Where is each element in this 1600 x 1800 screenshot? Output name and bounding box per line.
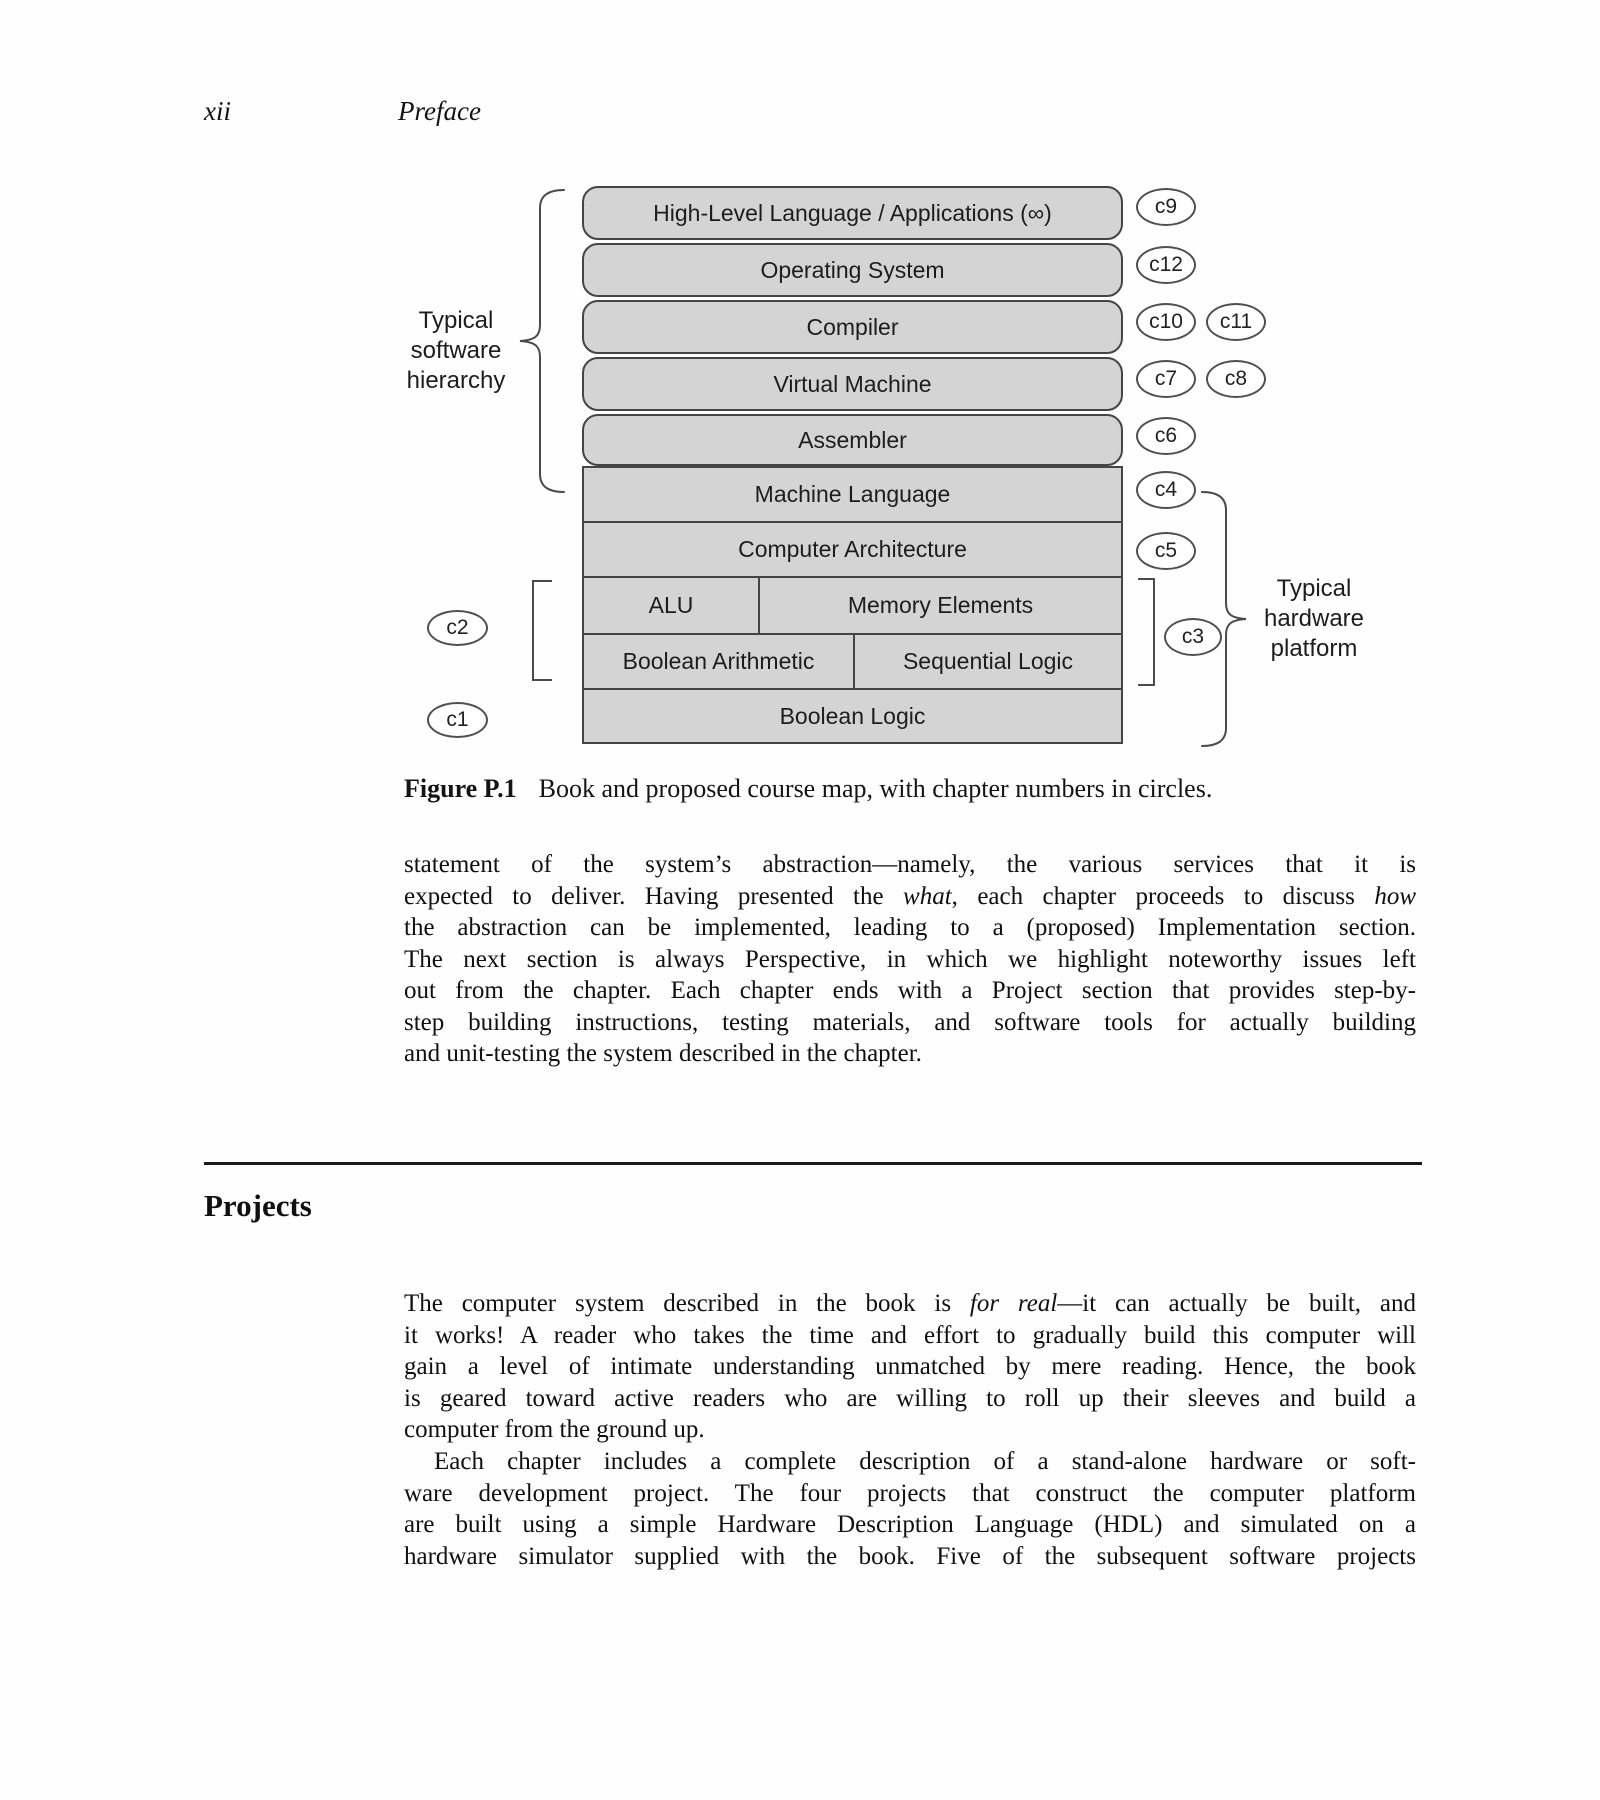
box-machine-language: Machine Language [582, 466, 1123, 523]
hardware-label-line-2: hardware [1263, 605, 1365, 632]
box-virtual-machine: Virtual Machine [582, 357, 1123, 411]
software-label-line-1: Typical [418, 307, 494, 334]
box-alu: ALU [648, 592, 694, 618]
box-boolean-arithmetic: Boolean Arithmetic [622, 648, 815, 674]
body-paragraph-3: Each chapter includes a complete descrip… [404, 1448, 1416, 1570]
box-computer-architecture: Computer Architecture [582, 521, 1123, 578]
section-heading-projects: Projects [204, 1188, 312, 1223]
chapter-circle-c1: c1 [427, 702, 488, 738]
box-sequential-logic: Sequential Logic [853, 635, 1121, 688]
box-compiler: Compiler [582, 300, 1123, 354]
software-label-line-3: hierarchy [406, 367, 506, 394]
chapter-circle-c2: c2 [427, 610, 488, 646]
figure-p1: High-Level Language / Applications (∞) O… [0, 0, 1600, 760]
caption-text: Book and proposed course map, with chapt… [538, 774, 1213, 803]
section-divider [204, 1162, 1422, 1165]
figure-caption: Figure P.1 Book and proposed course map, … [404, 774, 1454, 804]
box-operating-system: Operating System [582, 243, 1123, 297]
body-paragraph-1: statement of the system’s abstraction—na… [404, 851, 1416, 1067]
chapter-circle-c11: c11 [1206, 303, 1266, 341]
chapter-circle-c10: c10 [1136, 303, 1196, 341]
hardware-platform-label: Typical hardware platform [1256, 574, 1372, 664]
box-high-level-language: High-Level Language / Applications (∞) [582, 186, 1123, 240]
body-paragraph-2: The computer system described in the boo… [404, 1290, 1416, 1443]
software-hierarchy-label: Typical software hierarchy [396, 306, 516, 396]
software-label-line-2: software [410, 337, 502, 364]
chapter-circle-c12: c12 [1136, 246, 1196, 284]
box-memory-elements: Memory Elements [758, 578, 1121, 633]
hardware-label-line-1: Typical [1276, 575, 1352, 602]
left-bracket [532, 580, 552, 681]
chapter-circle-c4: c4 [1136, 471, 1196, 509]
caption-label: Figure P.1 [404, 774, 517, 803]
box-boolean-logic: Boolean Logic [582, 688, 1123, 744]
right-bracket [1138, 578, 1155, 686]
box-row-boolean: Boolean Arithmetic Sequential Logic [582, 633, 1123, 690]
running-header: Preface [398, 96, 481, 126]
box-row-alu-memory: ALU Memory Elements [582, 576, 1123, 635]
hardware-platform-brace [1201, 491, 1247, 747]
chapter-circle-c5: c5 [1136, 532, 1196, 570]
chapter-circle-c3: c3 [1164, 618, 1222, 656]
chapter-circle-c7: c7 [1136, 360, 1196, 398]
chapter-circle-c9: c9 [1136, 188, 1196, 226]
page-number: xii [204, 96, 231, 126]
software-hierarchy-brace [519, 189, 565, 493]
hardware-label-line-3: platform [1270, 635, 1358, 662]
chapter-circle-c6: c6 [1136, 417, 1196, 455]
box-assembler: Assembler [582, 414, 1123, 466]
chapter-circle-c8: c8 [1206, 360, 1266, 398]
